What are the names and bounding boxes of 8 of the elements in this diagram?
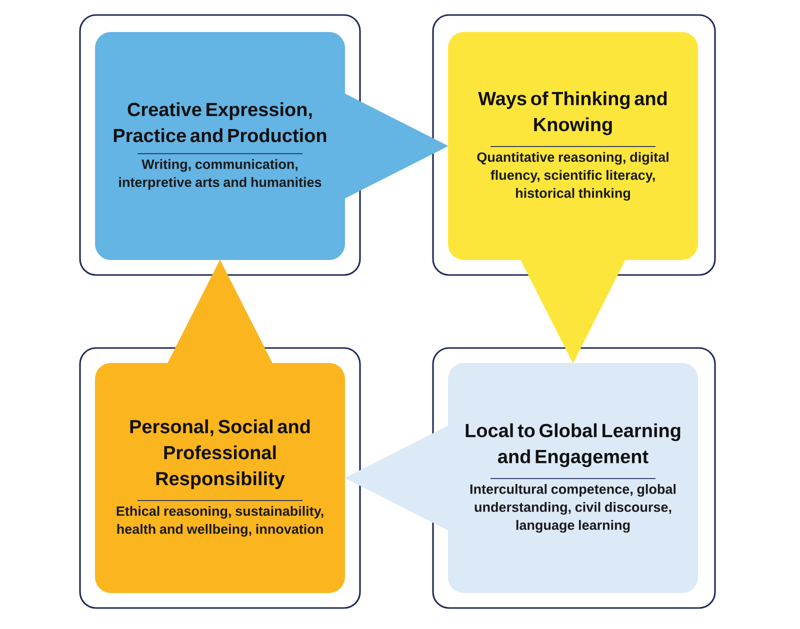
card: Local to Global Learning and Engagement Intercultural competence, global understanding, civil discourse, language learning <box>448 363 698 593</box>
pointer-arrow <box>344 426 448 530</box>
card: Ways of Thinking and Knowing Quantitative reasoning, digital fluency, scientific literacy, historical thinking <box>448 32 698 260</box>
pointer-arrow <box>168 260 272 364</box>
card: Personal, Social and Professional Responsibility Ethical reasoning, sustainability, health and wellbeing, innovation <box>95 363 345 593</box>
card: Creative Expression, Practice and Production Writing, communication, interpretive arts and humanities <box>95 32 345 260</box>
pointer-arrow <box>344 94 448 198</box>
pointer-arrow <box>520 260 626 364</box>
